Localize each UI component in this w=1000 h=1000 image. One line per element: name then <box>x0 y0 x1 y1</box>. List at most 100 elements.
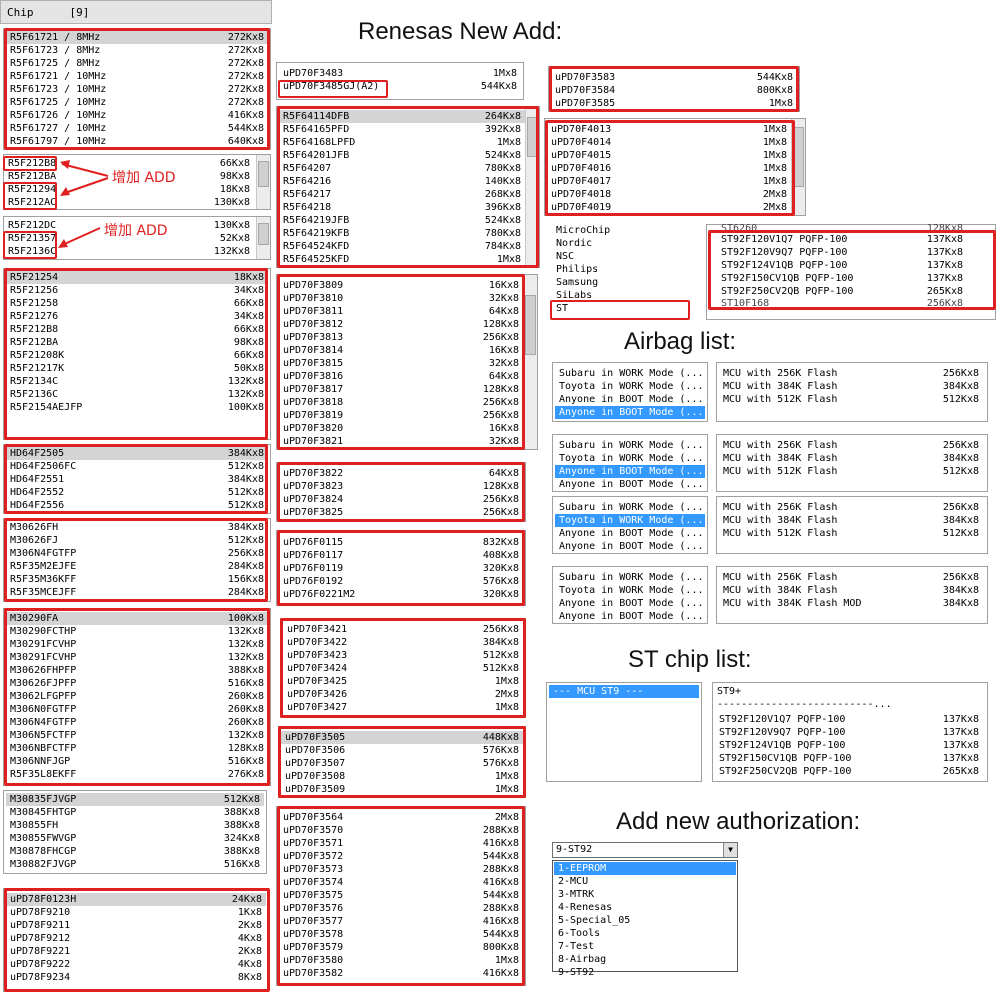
list-item[interactable]: MicroChip <box>552 224 692 237</box>
list-item[interactable]: ST <box>552 302 692 315</box>
list-item[interactable]: Nordic <box>552 237 692 250</box>
airbag-mode-item[interactable]: Anyone in BOOT Mode (... <box>555 478 705 491</box>
airbag-mode-item[interactable]: Toyota in WORK Mode (... <box>555 380 705 393</box>
airbag-mode-item[interactable]: Subaru in WORK Mode (... <box>555 367 705 380</box>
chip-row[interactable]: uPD70F3485GJ(A2)544Kx8 <box>279 80 521 93</box>
list-item[interactable]: 8-Airbag <box>554 953 736 966</box>
airbag-mode-item[interactable]: Subaru in WORK Mode (... <box>555 501 705 514</box>
scrollbar[interactable] <box>791 119 805 215</box>
list-airbag-modes[interactable]: Subaru in WORK Mode (...Toyota in WORK M… <box>555 439 705 491</box>
list-airbag-modes[interactable]: Subaru in WORK Mode (...Toyota in WORK M… <box>555 501 705 553</box>
airbag-mode-list[interactable]: Subaru in WORK Mode (...Toyota in WORK M… <box>552 496 708 554</box>
list-item[interactable]: 3-MTRK <box>554 888 736 901</box>
airbag-mode-item[interactable]: Toyota in WORK Mode (... <box>555 514 705 527</box>
authorization-select[interactable]: 9-ST92 ▼ <box>552 842 738 858</box>
list-item[interactable]: SiLabs <box>552 289 692 302</box>
list-item[interactable]: 4-Renesas <box>554 901 736 914</box>
scrollbar[interactable] <box>525 107 539 267</box>
st-chip-list[interactable]: ST9+ --------------------------... ST92F… <box>712 682 988 782</box>
scrollbar[interactable] <box>256 217 270 259</box>
